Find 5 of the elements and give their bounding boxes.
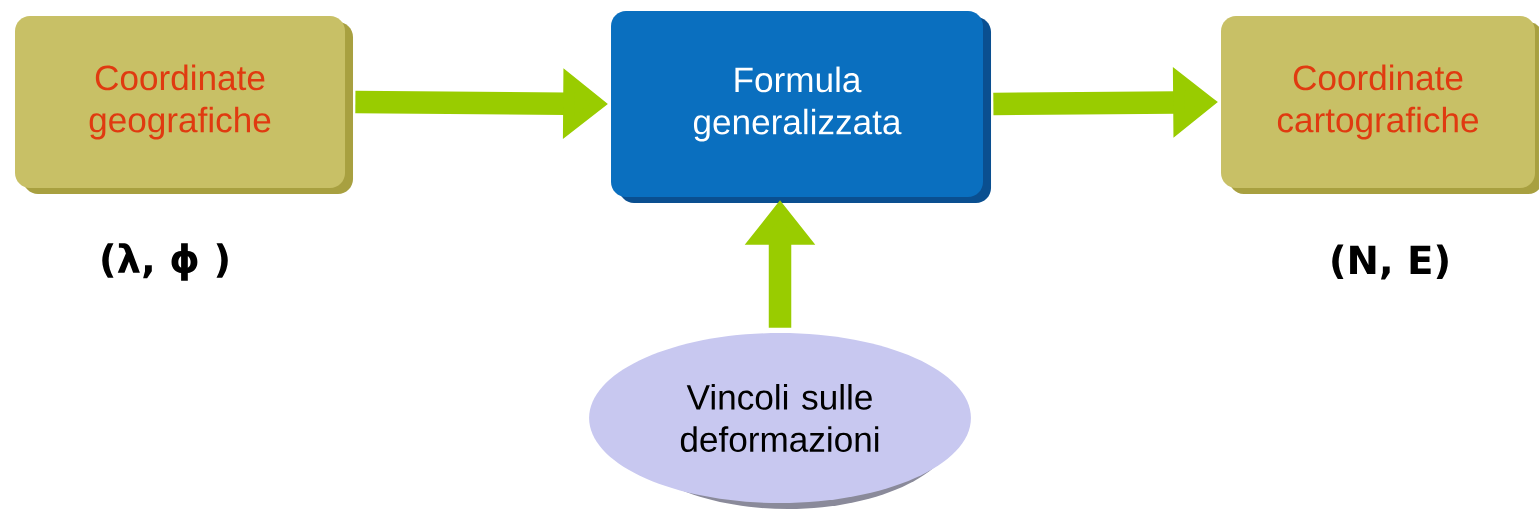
process-box: Formula generalizzata — [611, 11, 991, 203]
coordinate-label: (N, E) — [1332, 244, 1448, 280]
process-box: Coordinate cartografiche — [1221, 16, 1539, 194]
process-box: Coordinate geografiche — [15, 16, 353, 194]
coordinate-label: (λ, ϕ ) — [102, 243, 228, 281]
